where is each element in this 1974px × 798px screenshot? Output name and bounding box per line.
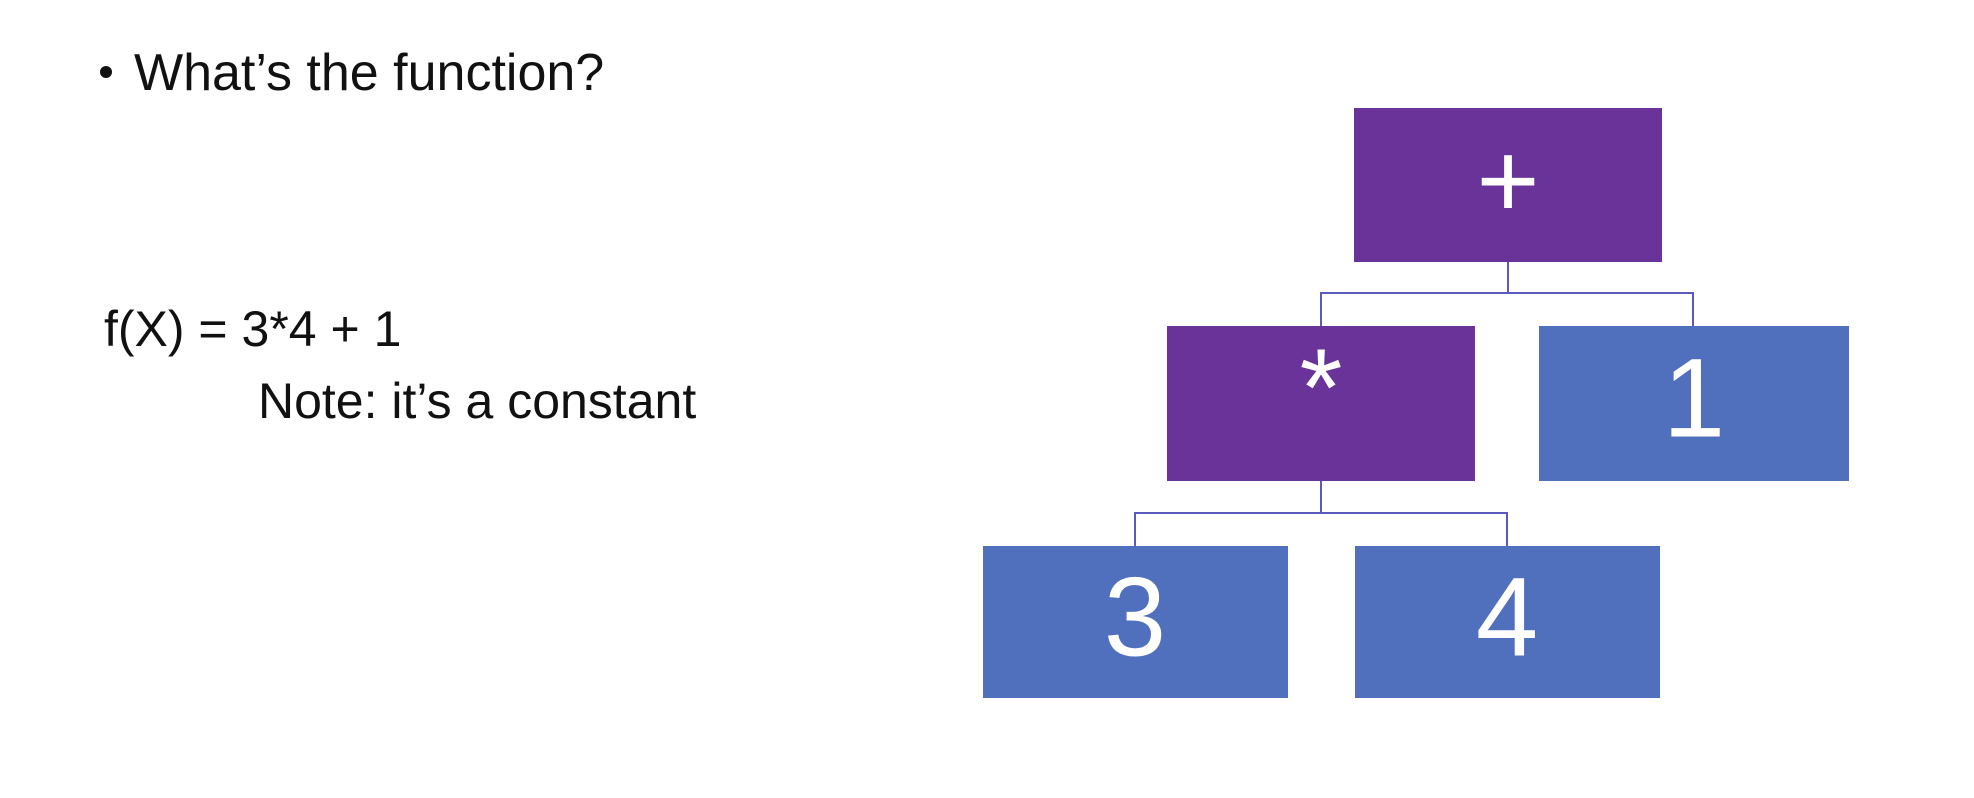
node-plus-label: + — [1476, 120, 1539, 241]
node-four-label: 4 — [1476, 555, 1538, 680]
node-three-label: 3 — [1104, 555, 1166, 680]
node-four-box — [1355, 546, 1660, 698]
note-text: Note: it’s a constant — [258, 373, 697, 429]
bullet-item: What’s the function? — [100, 40, 604, 106]
tree-connectors — [1134, 262, 1694, 546]
node-four: 4 — [1355, 546, 1660, 698]
node-three-box — [983, 546, 1288, 698]
node-three: 3 — [983, 546, 1288, 698]
node-times: * — [1167, 326, 1475, 481]
node-one: 1 — [1539, 326, 1849, 481]
connector-times-children — [1134, 481, 1508, 546]
node-plus-box — [1354, 108, 1662, 262]
node-times-label: * — [1300, 327, 1343, 450]
question-text: What’s the function? — [134, 44, 605, 102]
node-one-label: 1 — [1663, 336, 1725, 461]
connector-plus-children — [1320, 262, 1694, 326]
node-times-box — [1167, 326, 1475, 481]
formula-text: f(X) = 3*4 + 1 — [104, 301, 402, 357]
node-one-box — [1539, 326, 1849, 481]
bullet-dot-icon — [100, 66, 112, 79]
node-plus: + — [1354, 108, 1662, 262]
